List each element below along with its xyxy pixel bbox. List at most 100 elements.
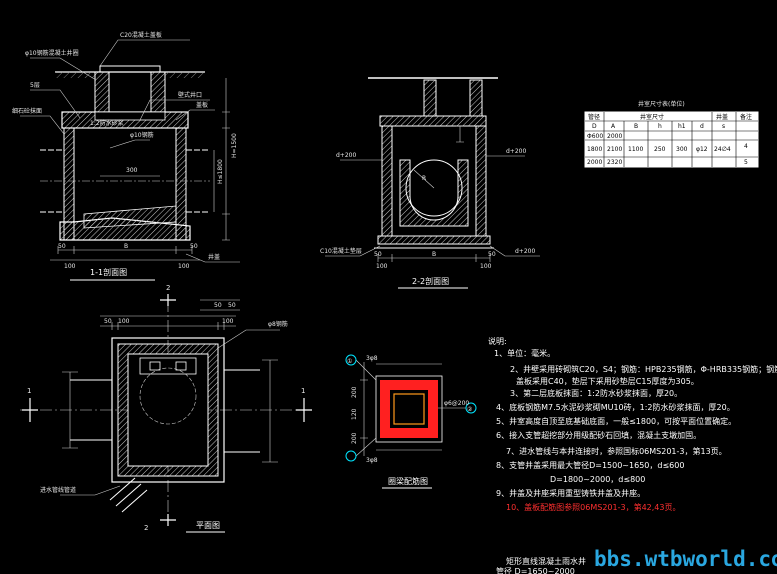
- dims-2: [377, 125, 491, 262]
- plan-shaft-ring: [139, 357, 197, 375]
- plan-pipe-right: [224, 369, 260, 453]
- chamber-wall-right: [175, 127, 187, 241]
- section-1-1: 300 C20混凝土盖板 φ10钢筋混凝土井圈 5层 细石砼抹面 壁式井口 盖板…: [12, 31, 240, 281]
- marker-1: [345, 354, 357, 366]
- mark-2-bottom: 2: [144, 524, 148, 532]
- shaft-wall-right: [150, 71, 166, 113]
- watermark: bbs.wtbworld.com: [594, 547, 777, 571]
- label-d200-right: d+200: [506, 148, 526, 155]
- label-layer: 5层: [30, 82, 40, 89]
- dim2-100-left: 100: [376, 263, 388, 270]
- sh-a: A: [611, 123, 616, 130]
- sh-b: B: [634, 123, 638, 130]
- plan-dims-top: [62, 299, 278, 463]
- label-d200-bottom: d+200: [515, 248, 535, 255]
- bdim-50-right: 50: [190, 243, 198, 250]
- ring-beam-detail: ① ② 3φ8 φ6@200 3φ8 200 120 200 圈梁配筋图: [345, 354, 477, 489]
- plan-dim-50-b: 50: [214, 302, 222, 309]
- th-note: 备注: [740, 113, 752, 121]
- r3-d: 2000: [587, 159, 602, 166]
- detail-dims: [355, 359, 466, 457]
- shaft-cover: [99, 65, 161, 73]
- plan-title: 平面图: [196, 521, 220, 530]
- plan-pipe-diag: [109, 477, 148, 513]
- label-cushion: C10混凝土垫层: [320, 247, 362, 255]
- base-slab-2: [377, 235, 491, 245]
- marker-1b: [345, 450, 357, 462]
- marker-1-text: ①: [347, 358, 352, 365]
- sh-h: h: [658, 123, 662, 130]
- th-chamber: 井室尺寸: [640, 113, 664, 121]
- vdim-h2: H≤1800: [217, 159, 224, 184]
- note-6: 6、接入支管超挖部分用级配砂石回填，混凝土支墩加固。: [496, 430, 701, 440]
- bottom-dims-1: [50, 246, 200, 261]
- r3-note: 5: [744, 159, 748, 166]
- sh-h1: h1: [678, 123, 686, 130]
- slab-opening: [94, 111, 166, 121]
- internal-dim-text: 300: [126, 167, 138, 174]
- spec-table-grid: [585, 112, 758, 167]
- note-8: 8、支管井盖采用最大管径D=1500~1650，d≤600: [496, 460, 684, 470]
- plan-label-pipe: 进水管线管道: [40, 486, 76, 494]
- sh-s: s: [722, 123, 725, 130]
- label-c20-slab: C20混凝土盖板: [120, 31, 162, 39]
- plan-dim-100-a: 100: [118, 318, 130, 325]
- label-ring: φ10钢筋混凝土井圈: [25, 49, 79, 57]
- plan-pipe-left: [70, 379, 112, 441]
- plan-leaders: [60, 329, 280, 496]
- ground-hatch-right: [165, 72, 205, 78]
- r1-a: 2000: [607, 133, 622, 140]
- r3-a: 2320: [607, 159, 622, 166]
- bdim-50-left: 50: [58, 243, 66, 250]
- label-cover-slab: 盖板: [196, 101, 208, 109]
- r2-s: 24∅4: [714, 146, 731, 153]
- detail-label-bottom: 3φ8: [366, 457, 378, 464]
- ground-hatch-left: [55, 72, 95, 78]
- note-5: 5、井室高度自顶至底基础底面，一般≤1800，可按平面位置确定。: [496, 416, 736, 426]
- u-channel: [399, 159, 469, 227]
- plan-shaft-circle: [139, 367, 197, 425]
- detail-dim-1: 200: [351, 386, 358, 398]
- chamber-wall-right-2: [475, 125, 487, 237]
- plan-dim-100-b: 100: [222, 318, 234, 325]
- sh-d: D: [592, 123, 597, 130]
- detail-label-stirrup: φ6@200: [444, 400, 469, 407]
- spec-table: 井室尺寸表(单位) 管径 井室尺寸 井盖 备注 D A B h h1 d s Φ…: [584, 100, 759, 168]
- radius-line: [413, 169, 435, 189]
- plan-step-left: [149, 361, 161, 371]
- dim2-b: B: [432, 251, 436, 258]
- sh-dd: d: [700, 123, 704, 130]
- r2-b: 1100: [628, 146, 643, 153]
- dim2-100-right: 100: [480, 263, 492, 270]
- plan-step-right: [175, 361, 187, 371]
- plan-outer: [111, 337, 225, 483]
- note-9: 9、井盖及井座采用重型铸铁井盖及井座。: [496, 488, 645, 498]
- pipe-in: [40, 149, 64, 213]
- r2-note: 4: [744, 143, 748, 150]
- note-7: 7、进水管线与本井连接时，参照国标06MS201-3，第13页。: [506, 446, 727, 456]
- bench-slope: [83, 205, 177, 229]
- bottom-subtitle: 管径 D=1650~2000: [496, 566, 575, 574]
- note-4: 4、底板钢筋M7.5水泥砂浆砌MU10砖，1:2防水砂浆抹面，厚20。: [496, 402, 735, 412]
- dim2-50-right: 50: [488, 251, 496, 258]
- plan-view: 1 1 2 2 50 100 50 100 50: [20, 284, 315, 533]
- r1-d: Φ600: [587, 133, 603, 140]
- label-mortar: 1:2防水砂浆: [90, 119, 124, 127]
- label-plaster: 细石砼抹面: [12, 107, 42, 115]
- note-1: 1、单位：毫米。: [494, 348, 555, 358]
- dim2-50-left: 50: [374, 251, 382, 258]
- vdim-h: H=1500: [231, 133, 238, 158]
- th-cover: 井盖: [716, 113, 728, 121]
- detail-title: 圈梁配筋图: [388, 476, 428, 486]
- vertical-dims-1: [213, 78, 230, 241]
- shaft-wall-right-2: [469, 79, 483, 117]
- label-d200-left: d+200: [336, 152, 356, 159]
- th-pipe: 管径: [588, 113, 600, 121]
- r2-h: 250: [654, 146, 666, 153]
- note-3: 3、第二层底板抹面：1:2防水砂浆抹面，厚20。: [510, 388, 682, 398]
- notes: 说明: 1、单位：毫米。 2、井壁采用砖砌筑C20，S4；钢筋：HPB235钢筋…: [488, 336, 777, 574]
- cover-slab-2: [379, 115, 487, 127]
- plan-dim-50-c: 50: [228, 302, 236, 309]
- r2-dd: φ12: [696, 146, 708, 153]
